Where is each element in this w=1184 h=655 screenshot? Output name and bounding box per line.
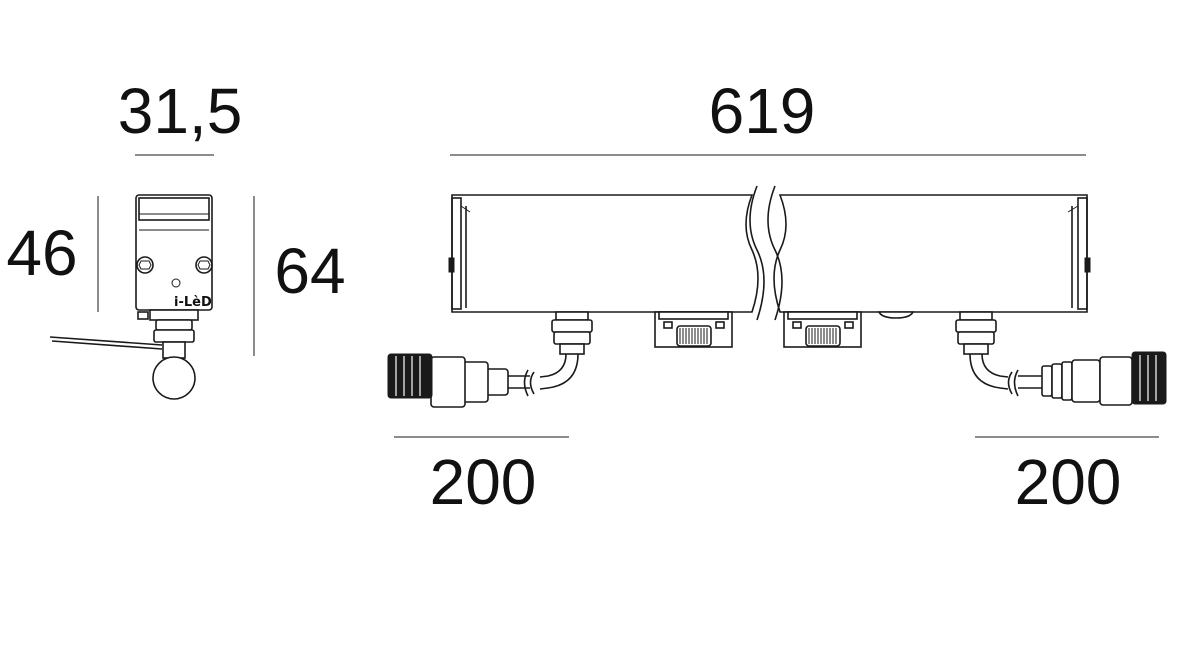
side-bracket [149,309,199,321]
vent-hole [171,278,181,288]
mounting-bracket-right [783,311,862,348]
dimension-lines [97,154,1159,438]
dimension-cable-left: 200 [430,446,537,518]
screw-icon [195,256,213,274]
side-cable-gland [155,319,193,331]
dimension-side-total-height: 64 [274,235,345,307]
cable-gland-left [551,311,593,355]
break-mark [749,185,765,321]
side-view: i-LèD [49,194,213,400]
cable-gland-right [955,311,997,355]
screw-icon [136,256,154,274]
side-connector [152,356,196,400]
sensor-nub [877,311,915,319]
connector-left [387,353,509,408]
mounting-bracket-left [654,311,733,348]
housing-right [773,194,1088,313]
dimension-length: 619 [709,75,816,147]
front-view [387,185,1167,408]
end-cap-right [1077,197,1088,310]
cable-left [539,353,567,378]
cable-right [969,353,1009,390]
housing-left [451,194,759,313]
connector-right [1041,351,1167,406]
side-housing [135,194,213,311]
end-cap-left [451,197,462,310]
side-lens [138,197,210,221]
dimension-cable-right: 200 [1015,446,1122,518]
break-mark [767,185,783,321]
brand-logo: i-LèD [174,295,212,310]
side-mounting-rod [49,336,163,346]
dimension-side-body-height: 46 [6,217,77,289]
dimension-side-width: 31,5 [118,75,243,147]
